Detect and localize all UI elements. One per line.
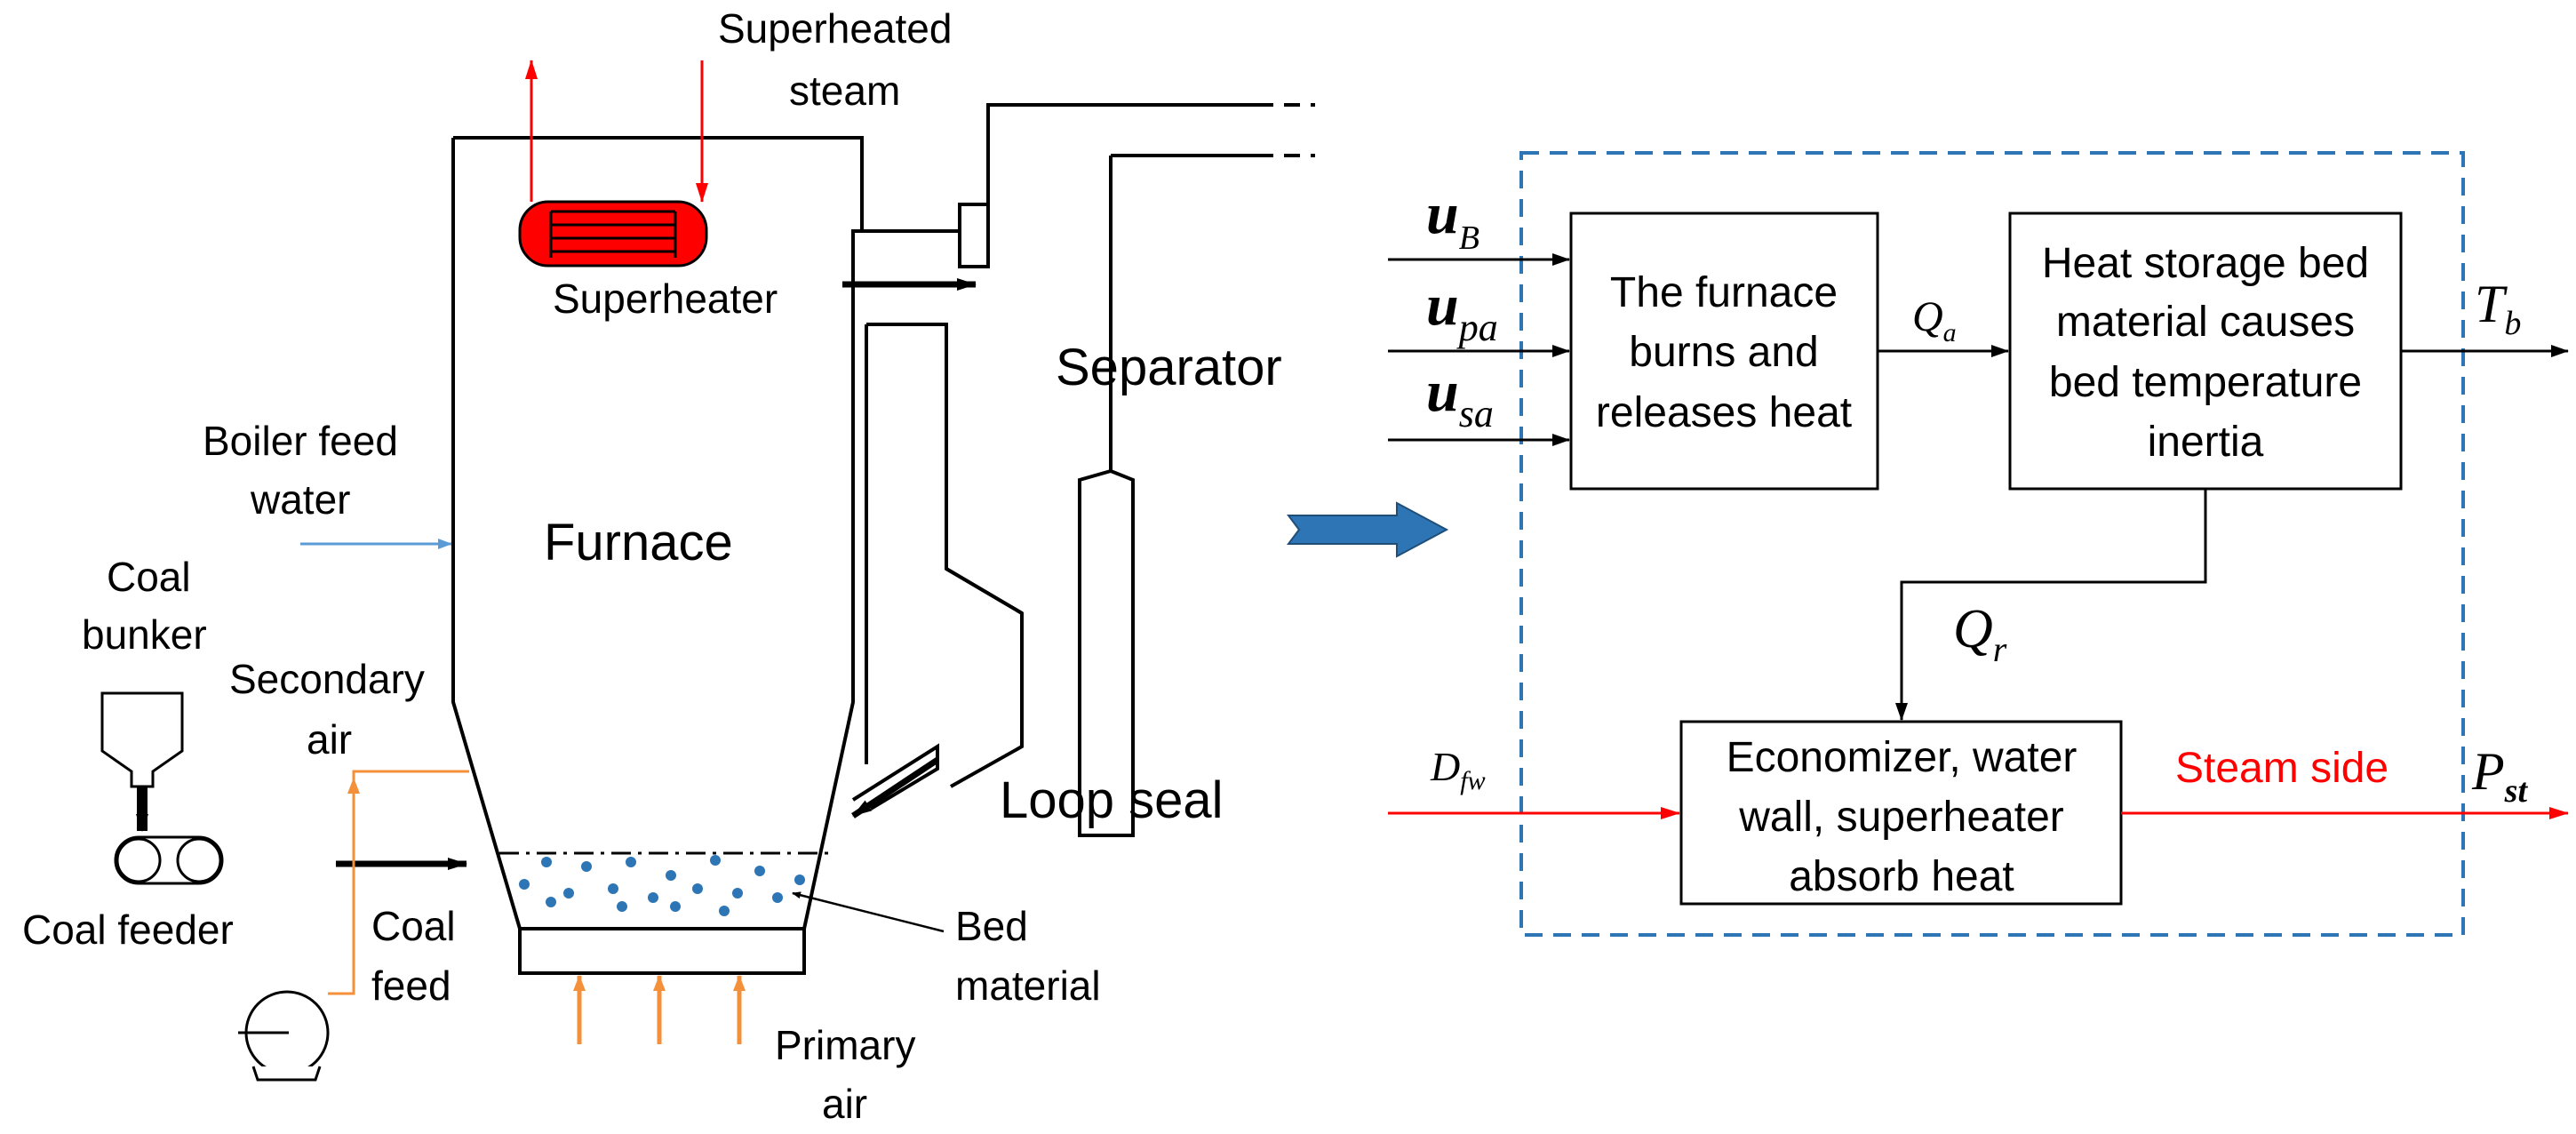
bed-material-label-1: Bed xyxy=(955,903,1028,949)
ub-label: uB xyxy=(1426,181,1479,257)
economizer-block-line-3: absorb heat xyxy=(1789,853,2014,900)
coal-bunker-label-1: Coal xyxy=(107,554,191,600)
bed-material-pointer xyxy=(792,891,945,933)
pst-label: Pst xyxy=(2471,742,2528,810)
furnace-block-line-2: burns and xyxy=(1629,329,1819,376)
heat-block-line-1: Heat storage bed xyxy=(2042,240,2369,287)
superheated-steam-label-2: steam xyxy=(789,68,900,114)
separator-outer-wall xyxy=(1078,154,1257,837)
steam-side-label: Steam side xyxy=(2175,745,2389,792)
separator-cone xyxy=(958,204,990,268)
secondary-air-label-1: Secondary xyxy=(229,656,425,702)
superheated-steam-label-1: Superheated xyxy=(718,5,952,52)
usa-label: usa xyxy=(1426,359,1494,435)
furnace-block-line-3: releases heat xyxy=(1596,389,1852,436)
coal-feeder-label: Coal feeder xyxy=(22,906,234,953)
transition-arrow xyxy=(1287,501,1449,558)
loop-seal-label: Loop seal xyxy=(1000,771,1224,829)
fan-icon xyxy=(238,990,330,1082)
coal-feed-label-1: Coal xyxy=(371,903,456,949)
separator-inlet-lower xyxy=(866,323,1024,788)
primary-air-label-2: air xyxy=(822,1081,867,1127)
heat-block-line-2: material causes xyxy=(2056,299,2355,346)
primary-air-label-1: Primary xyxy=(775,1022,915,1068)
coal-bunker-label-2: bunker xyxy=(82,611,207,658)
dfw-label: Dfw xyxy=(1430,744,1486,795)
secondary-air-line xyxy=(328,770,469,995)
economizer-block xyxy=(1679,720,2123,906)
heat-storage-block xyxy=(2008,212,2403,491)
boiler-schematic xyxy=(451,103,1315,975)
superheater-coil xyxy=(518,200,708,268)
system-boundary xyxy=(1519,151,2465,937)
secondary-air-label-2: air xyxy=(307,716,352,763)
heat-block-line-3: bed temperature xyxy=(2049,359,2362,406)
loop-seal-return-arrow xyxy=(851,757,939,819)
superheater-label: Superheater xyxy=(553,276,778,322)
upa-label: upa xyxy=(1426,273,1498,349)
loop-seal-leg xyxy=(851,743,939,811)
standpipe xyxy=(865,324,1024,764)
bed-material-label-2: material xyxy=(955,962,1101,1009)
coal-feed-label-2: feed xyxy=(371,962,451,1009)
economizer-block-line-2: wall, superheater xyxy=(1738,794,2064,841)
economizer-block-line-1: Economizer, water xyxy=(1727,734,2078,781)
qr-label: Qr xyxy=(1953,599,2007,669)
qr-line xyxy=(1895,489,2207,721)
coal-feeder-belt xyxy=(114,835,224,885)
tb-label: Tb xyxy=(2475,275,2521,342)
flue-dash xyxy=(1257,103,1315,157)
separator-label: Separator xyxy=(1056,339,1282,396)
heat-block-line-4: inertia xyxy=(2148,419,2264,466)
air-distributor xyxy=(518,927,806,975)
qa-label: Qa xyxy=(1912,293,1957,347)
furnace-top-duct xyxy=(453,103,1257,233)
boiler-feed-water-label-1: Boiler feed xyxy=(203,418,398,464)
boiler-feed-water-label-2: water xyxy=(250,476,350,523)
bed-material-dots xyxy=(519,855,805,916)
furnace-block xyxy=(1569,212,1879,491)
separator-cone-lines xyxy=(1020,469,1112,764)
furnace-label: Furnace xyxy=(544,514,733,571)
coal-bunker-icon xyxy=(100,691,184,788)
furnace-block-line-1: The furnace xyxy=(1610,269,1838,316)
